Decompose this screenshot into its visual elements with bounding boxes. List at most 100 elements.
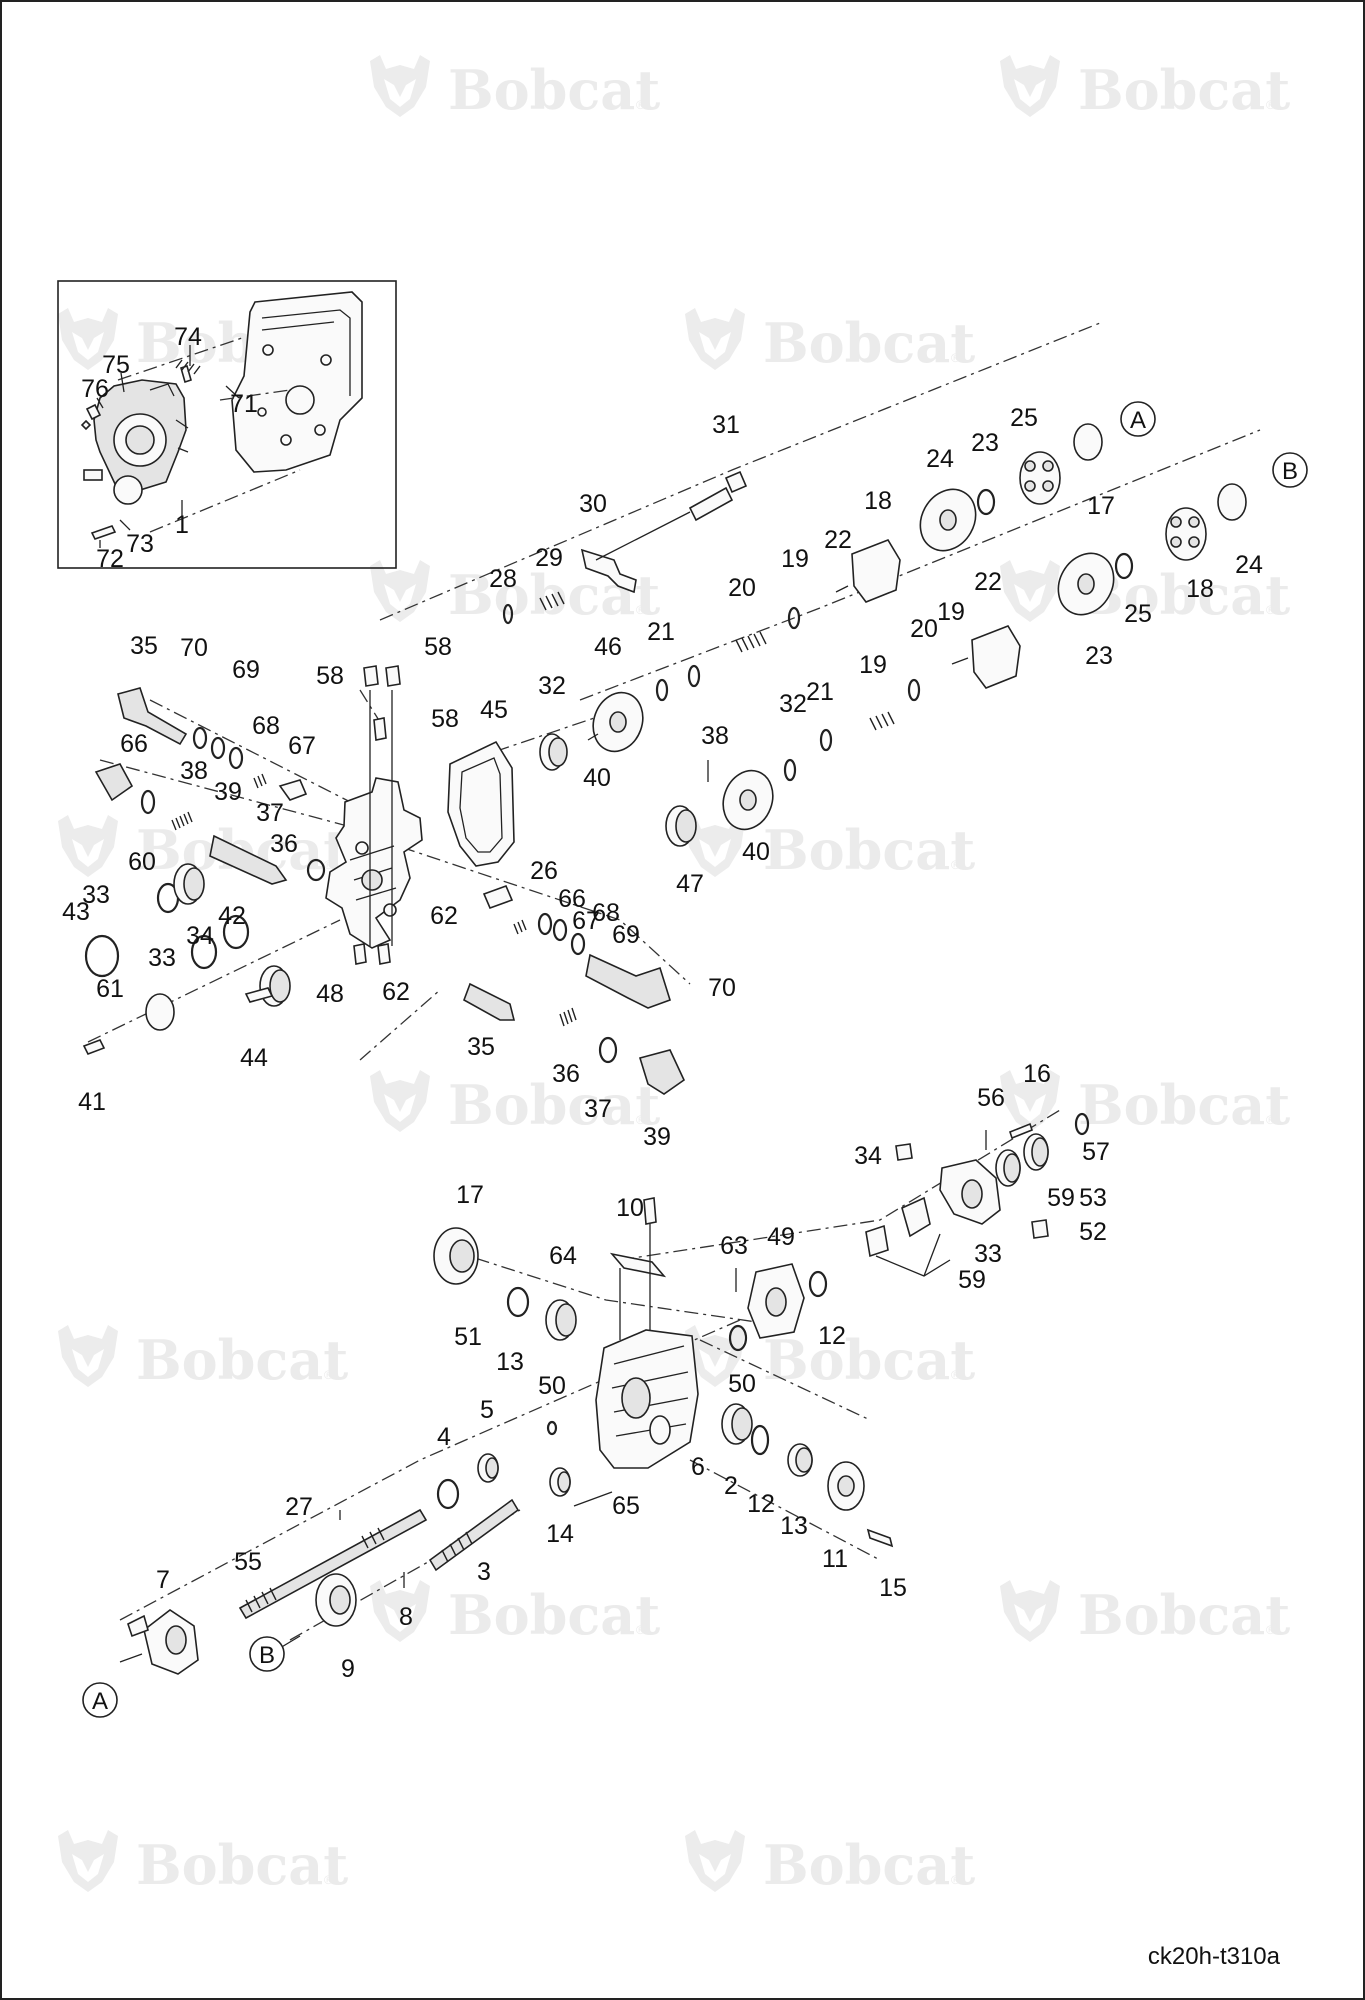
callout: 35 [130,632,158,660]
callout: 66 [120,730,148,758]
bearing-65 [549,1467,571,1497]
callout: 26 [530,857,558,885]
bearing-32-b [665,805,697,847]
watermark-logo: Bobcat® [685,308,975,375]
pin-22 [835,585,849,593]
watermark-logo: Bobcat® [1000,1580,1290,1647]
callout: 40 [583,764,611,792]
pin-22-b [951,657,969,665]
plug-62-b [377,943,391,965]
watermark-logo: Bobcat® [1000,1070,1290,1137]
callout: 55 [234,1548,262,1576]
lower-assembly [119,1109,1090,1675]
bolt-48 [244,987,274,1003]
callout: 59 [1047,1184,1075,1212]
watermark-logo: Bobcat® [685,1325,975,1392]
callout: 33 [974,1240,1002,1268]
watermark-registered-mark: ® [324,1368,333,1382]
ring-68-lower [537,912,553,936]
watermark-registered-mark: ® [636,1113,645,1127]
ring-50 [808,1270,828,1298]
callout: 70 [180,634,208,662]
callout: 61 [96,975,124,1003]
plunger-36 [209,834,288,885]
callout: 12 [818,1322,846,1350]
watermark-registered-mark: ® [636,603,645,617]
valve-35 [117,687,188,746]
callout: 75 [102,351,130,379]
piston-group-25-b [1165,507,1207,561]
callout: 35 [467,1033,495,1061]
plug-62 [353,943,367,965]
callout: 47 [676,870,704,898]
watermark-brand: Bobcat [448,563,660,627]
callout: 25 [1124,600,1152,628]
callout: 22 [824,526,852,554]
callout: 63 [720,1232,748,1260]
callout: 51 [454,1323,482,1351]
ring-60 [306,858,326,882]
watermark-brand: Bobcat [763,311,975,375]
callout: 24 [1235,551,1263,579]
washer-17-b [1217,483,1247,521]
ring-61 [84,934,120,978]
callout: 29 [535,544,563,572]
callout: 36 [552,1060,580,1088]
spring-20-lower [869,711,895,731]
watermark-grid: Bobcat®Bobcat®Bobcat®Bobcat®Bobcat®Bobca… [58,55,1290,1897]
callout: 62 [382,978,410,1006]
watermark-logo: Bobcat® [370,1580,660,1647]
callout: 31 [712,411,740,439]
callout: 69 [612,921,640,949]
plate-41 [145,993,175,1031]
callout: 76 [81,375,109,403]
callout: 43 [62,898,90,926]
callout: 38 [701,722,729,750]
watermark-brand: Bobcat [136,1833,348,1897]
callout: 15 [879,1574,907,1602]
callout: 39 [643,1123,671,1151]
callout: 39 [214,778,242,806]
callout: 33 [82,881,110,909]
callout: 14 [546,1520,574,1548]
watermark-registered-mark: ® [1266,603,1275,617]
spring-37-lower [559,1007,577,1027]
watermark-brand: Bobcat [763,1833,975,1897]
cover-10 [433,1227,479,1285]
watermark-brand: Bobcat [448,1583,660,1647]
callout: 64 [549,1242,577,1270]
callout: 48 [316,980,344,1008]
plug-58-c [373,717,387,741]
watermark-logo: Bobcat® [370,560,660,627]
callout: 60 [128,848,156,876]
piston-group-25 [1019,451,1061,505]
watermark-registered-mark: ® [636,1623,645,1637]
callout: 3 [477,1558,491,1586]
callout: 45 [480,696,508,724]
spring-20-upper [735,631,767,653]
bolt-14 [866,1528,894,1548]
callout: 68 [252,712,280,740]
ref-marker-a-lower [82,1682,118,1718]
gear-54-b [865,1224,889,1258]
bracket-30 [580,548,637,594]
ring-70-lower [570,932,586,956]
callout: 57 [1082,1138,1110,1166]
bolt-44 [82,1038,106,1056]
watermark-brand: Bobcat [136,1328,348,1392]
retainer-24-b [1057,552,1115,616]
bearing-33-b [259,965,291,1007]
piston-66-lower [482,884,514,910]
callout: 19 [937,598,965,626]
callout: 67 [288,732,316,760]
inset-housing-plate [231,291,363,473]
callout: 5 [480,1396,494,1424]
callout: 21 [647,618,675,646]
bearing-33-c [1023,1133,1049,1171]
callout: 66 [558,885,586,913]
callout: 73 [126,530,154,558]
plug-38-lower [638,1049,686,1095]
plug-58 [363,665,379,687]
callout: 50 [538,1372,566,1400]
